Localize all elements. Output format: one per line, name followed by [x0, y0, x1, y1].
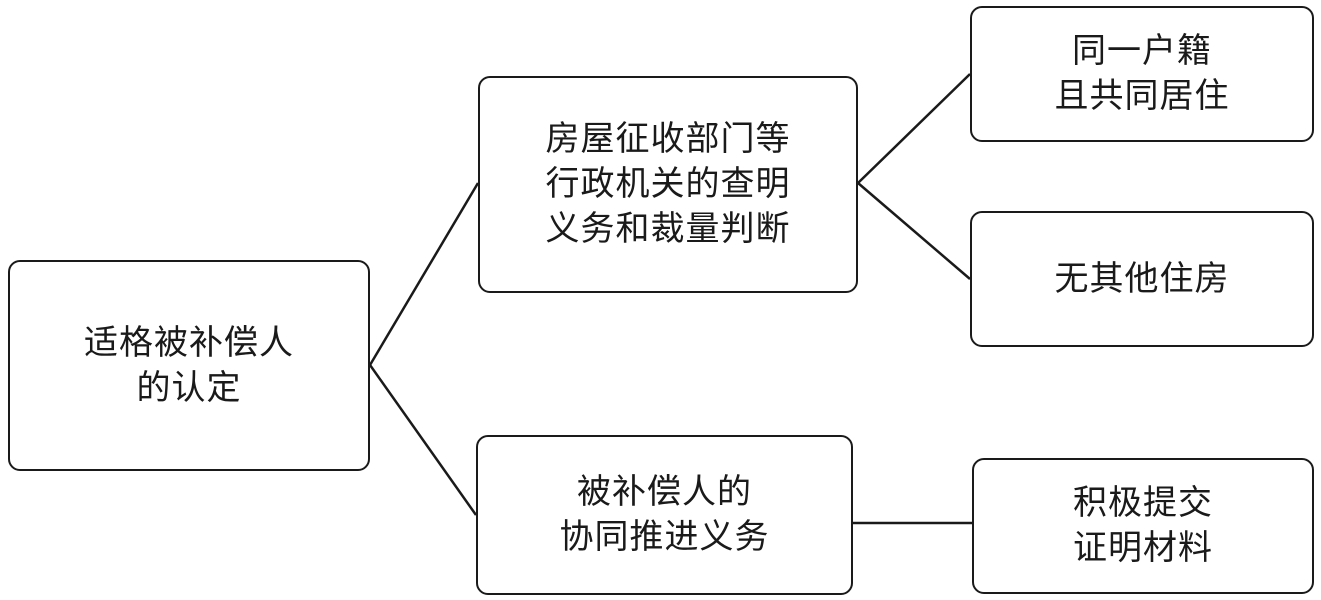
same-household-node-label: 同一户籍 且共同居住 [1055, 29, 1230, 119]
cooperate-duty-node-line-2: 协同推进义务 [559, 517, 770, 557]
cooperate-duty-node-line-1: 被补偿人的 [577, 472, 752, 513]
submit-materials-node-line-2: 证明材料 [1073, 528, 1213, 568]
connector-root-to-cooperate-duty [368, 364, 478, 516]
same-household-node: 同一户籍 且共同居住 [970, 6, 1314, 142]
no-other-housing-node-line-1: 无其他住房 [1054, 258, 1230, 299]
no-other-housing-node-label: 无其他住房 [1055, 257, 1230, 302]
same-household-node-line-2: 且共同居住 [1054, 76, 1230, 116]
no-other-housing-node: 无其他住房 [970, 211, 1314, 347]
admin-duty-node: 房屋征收部门等 行政机关的查明 义务和裁量判断 [478, 76, 858, 293]
connector-admin-duty-to-no-other-housing [857, 182, 971, 280]
root-node-line-1: 适格被补偿人 [84, 322, 294, 363]
submit-materials-node-label: 积极提交 证明材料 [1073, 481, 1213, 571]
root-node: 适格被补偿人 的认定 [8, 260, 370, 471]
admin-duty-node-line-2: 行政机关的查明 [545, 164, 791, 205]
admin-duty-node-line-1: 房屋征收部门等 [545, 119, 791, 160]
root-node-line-2: 的认定 [136, 367, 242, 408]
connector-admin-duty-to-same-household [857, 73, 971, 184]
submit-materials-node: 积极提交 证明材料 [972, 458, 1314, 594]
cooperate-duty-node: 被补偿人的 协同推进义务 [476, 435, 853, 595]
submit-materials-node-line-1: 积极提交 [1073, 483, 1213, 524]
admin-duty-node-label: 房屋征收部门等 行政机关的查明 义务和裁量判断 [546, 117, 791, 252]
connector-root-to-admin-duty [368, 182, 480, 366]
same-household-node-line-1: 同一户籍 [1072, 31, 1212, 72]
admin-duty-node-line-3: 义务和裁量判断 [545, 208, 791, 249]
cooperate-duty-node-label: 被补偿人的 协同推进义务 [560, 470, 770, 560]
root-node-label: 适格被补偿人 的认定 [84, 321, 294, 411]
